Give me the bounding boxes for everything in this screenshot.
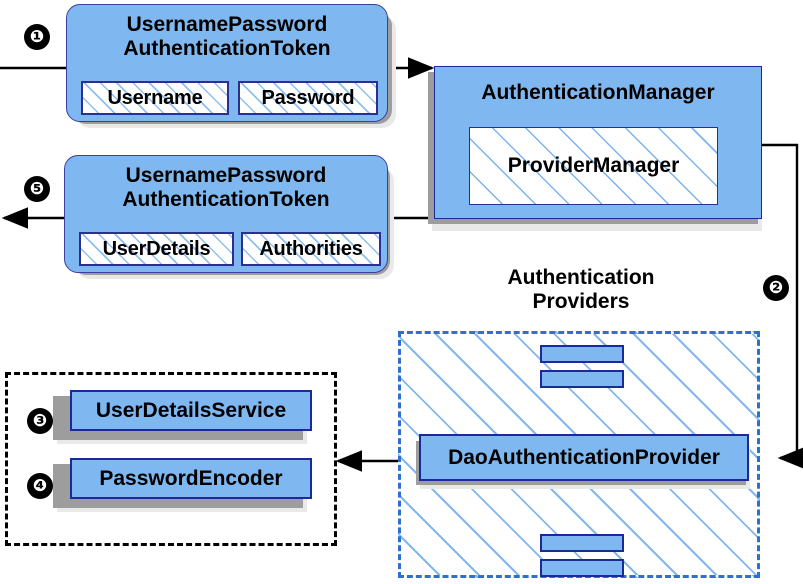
passwordencoder-label: PasswordEncoder bbox=[99, 466, 283, 490]
dao-authentication-provider-label: DaoAuthenticationProvider bbox=[448, 445, 720, 469]
field-username[interactable]: Username bbox=[81, 81, 229, 115]
field-userdetails[interactable]: UserDetails bbox=[79, 232, 234, 266]
dao-authentication-provider-box[interactable]: DaoAuthenticationProvider bbox=[419, 434, 749, 481]
field-password-label: Password bbox=[261, 86, 355, 109]
other-provider-bar-bottom-1[interactable] bbox=[540, 534, 624, 552]
userdetailsservice-box[interactable]: UserDetailsService bbox=[70, 390, 312, 431]
userdetailsservice-label: UserDetailsService bbox=[95, 398, 287, 422]
other-provider-bar-bottom-2[interactable] bbox=[540, 559, 624, 577]
field-authorities[interactable]: Authorities bbox=[241, 232, 381, 266]
providers-group-caption: Authentication Providers bbox=[507, 266, 655, 313]
step-marker-2: ❷ bbox=[763, 275, 789, 301]
response-token-box[interactable]: UsernamePassword AuthenticationToken Use… bbox=[64, 155, 388, 273]
field-userdetails-label: UserDetails bbox=[102, 237, 211, 260]
request-token-title: UsernamePassword AuthenticationToken bbox=[123, 13, 331, 60]
authentication-manager-box[interactable]: AuthenticationManager ProviderManager bbox=[434, 66, 762, 219]
response-token-title: UsernamePassword AuthenticationToken bbox=[122, 164, 330, 211]
other-provider-bar-top-2[interactable] bbox=[540, 370, 624, 388]
authentication-manager-title: AuthenticationManager bbox=[481, 81, 715, 104]
field-username-label: Username bbox=[107, 86, 203, 109]
step-marker-5: ❺ bbox=[24, 176, 50, 202]
request-token-box[interactable]: UsernamePassword AuthenticationToken Use… bbox=[66, 4, 388, 122]
services-group bbox=[5, 372, 337, 546]
field-password[interactable]: Password bbox=[238, 81, 378, 115]
step-marker-4: ❹ bbox=[27, 473, 53, 499]
other-provider-bar-top-1[interactable] bbox=[540, 345, 624, 363]
passwordencoder-box[interactable]: PasswordEncoder bbox=[70, 458, 312, 499]
provider-manager-label: ProviderManager bbox=[507, 154, 680, 177]
step-marker-1: ❶ bbox=[24, 24, 50, 50]
step-marker-3: ❸ bbox=[27, 408, 53, 434]
wire-manager-to-provider bbox=[762, 143, 803, 469]
provider-manager-box[interactable]: ProviderManager bbox=[469, 127, 718, 205]
field-authorities-label: Authorities bbox=[259, 237, 363, 260]
